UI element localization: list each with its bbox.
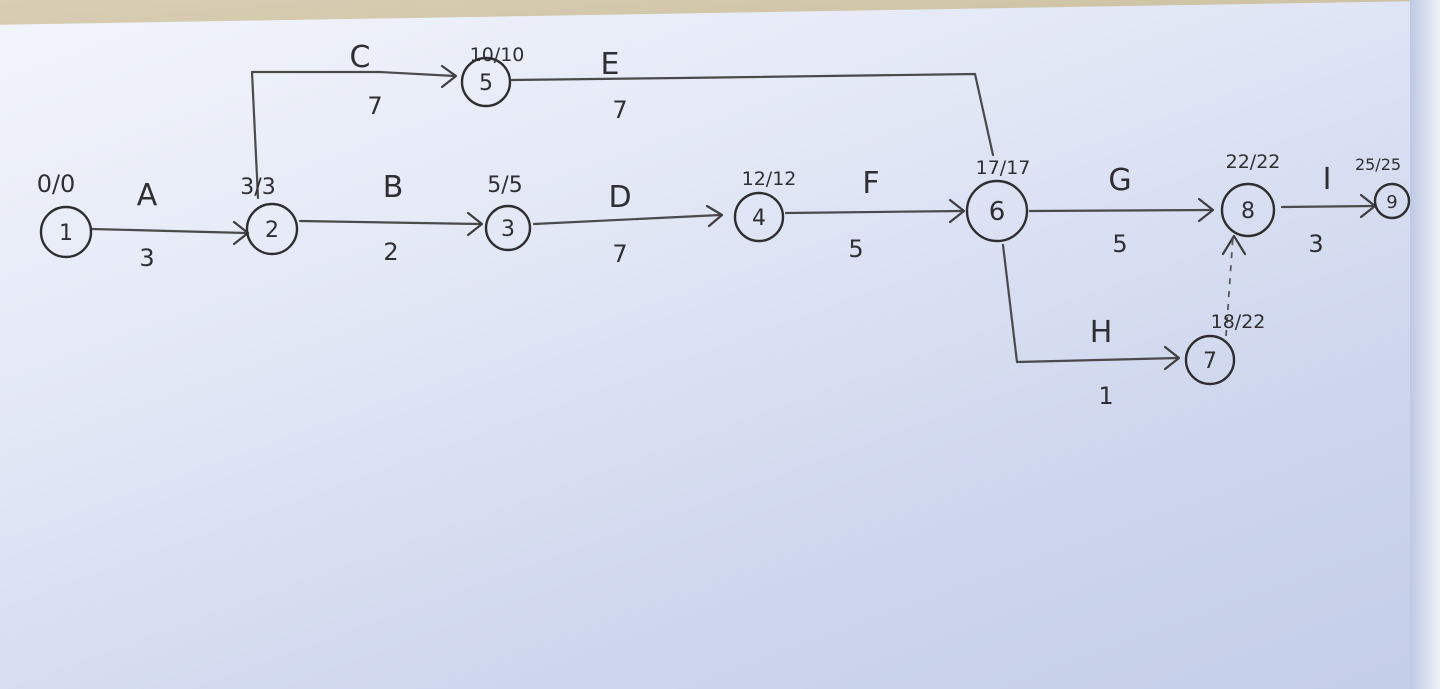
- node-1: 1: [39, 205, 93, 259]
- activity-H-label: H: [1090, 315, 1113, 350]
- arrowhead-G: [1197, 197, 1215, 223]
- activity-I-label: I: [1323, 162, 1332, 197]
- activity-B-duration: 2: [383, 238, 398, 266]
- edge-I: [1280, 204, 1376, 209]
- node-1-times: 0/0: [37, 170, 76, 198]
- activity-G-label: G: [1108, 163, 1131, 198]
- edge-G: [1028, 208, 1214, 213]
- activity-E-label: E: [601, 47, 620, 82]
- edge-H: [1001, 243, 1180, 364]
- node-4-number: 4: [752, 206, 766, 231]
- arrowhead-D: [705, 204, 724, 228]
- edge-D: [532, 213, 722, 226]
- activity-D-duration: 7: [612, 240, 627, 268]
- node-5: 5: [460, 56, 512, 108]
- node-3-times: 5/5: [487, 173, 522, 198]
- activity-D-label: D: [608, 180, 631, 215]
- arrowhead-C: [440, 64, 458, 89]
- node-6-times: 17/17: [976, 157, 1031, 179]
- node-2: 2: [245, 202, 299, 256]
- arrowhead-dummy: [1221, 234, 1247, 256]
- paper-edge: [1410, 0, 1440, 689]
- node-9-times: 25/25: [1355, 155, 1401, 174]
- node-7-times: 18/22: [1211, 311, 1266, 333]
- node-5-times: 10/10: [470, 44, 525, 66]
- activity-A-label: A: [137, 178, 158, 213]
- node-7-number: 7: [1203, 349, 1217, 374]
- node-2-times: 3/3: [240, 175, 275, 200]
- node-4-times: 12/12: [742, 168, 797, 190]
- activity-I-duration: 3: [1308, 230, 1323, 258]
- edge-C: [250, 70, 457, 200]
- node-7: 7: [1184, 334, 1236, 386]
- node-8-number: 8: [1241, 199, 1255, 224]
- edge-E: [510, 72, 995, 157]
- activity-F-duration: 5: [848, 235, 863, 263]
- node-9: 9: [1373, 182, 1411, 220]
- activity-G-duration: 5: [1112, 230, 1127, 258]
- activity-C-label: C: [350, 40, 371, 75]
- edge-A: [90, 227, 248, 235]
- activity-H-duration: 1: [1098, 382, 1113, 410]
- activity-A-duration: 3: [139, 244, 154, 272]
- node-8-times: 22/22: [1226, 151, 1281, 173]
- edge-dummy: [1225, 235, 1234, 337]
- edge-B: [298, 219, 482, 226]
- node-9-number: 9: [1386, 192, 1397, 213]
- node-8: 8: [1220, 182, 1276, 238]
- node-6-number: 6: [989, 197, 1006, 227]
- arrowhead-B: [466, 211, 484, 237]
- arrowhead-H: [1163, 345, 1181, 371]
- node-4: 4: [733, 191, 785, 243]
- node-5-number: 5: [479, 71, 493, 96]
- node-3-number: 3: [501, 217, 515, 242]
- activity-F-label: F: [862, 166, 879, 201]
- arrowhead-F: [948, 198, 966, 224]
- node-3: 3: [484, 204, 532, 252]
- node-2-number: 2: [265, 218, 279, 243]
- activity-C-duration: 7: [367, 92, 382, 120]
- activity-E-duration: 7: [612, 96, 627, 124]
- node-6: 6: [965, 179, 1029, 243]
- edge-F: [784, 209, 964, 215]
- activity-B-label: B: [383, 170, 404, 205]
- node-1-number: 1: [59, 221, 73, 246]
